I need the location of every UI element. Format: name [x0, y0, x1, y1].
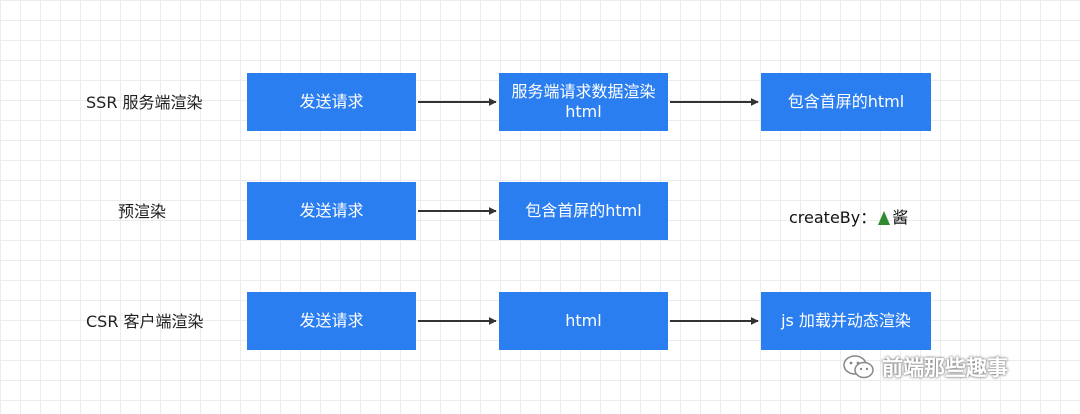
prerender-step-send-request: 发送请求: [247, 182, 416, 240]
csr-step-html: html: [499, 292, 668, 350]
csr-step-send-request: 发送请求: [247, 292, 416, 350]
wechat-icon: [843, 355, 874, 379]
ssr-step-server-render: 服务端请求数据渲染 html: [499, 73, 668, 131]
row-label-prerender: 预渲染: [118, 202, 167, 221]
prerender-step-first-screen-html: 包含首屏的html: [499, 182, 668, 240]
row-label-ssr: SSR 服务端渲染: [86, 93, 203, 112]
box-text: html: [565, 102, 602, 121]
box-text: html: [565, 311, 602, 330]
ssr-step-send-request: 发送请求: [247, 73, 416, 131]
watermark: 前端那些趣事: [842, 352, 1008, 382]
box-text: 包含首屏的html: [525, 201, 642, 220]
ssr-step-first-screen-html: 包含首屏的html: [761, 73, 931, 131]
watermark-text: 前端那些趣事: [882, 356, 1008, 380]
box-text: 服务端请求数据渲染: [511, 82, 656, 101]
credit-prefix: createBy：: [789, 208, 877, 227]
box-text: 包含首屏的html: [787, 92, 905, 111]
row-label-csr: CSR 客户端渲染: [86, 312, 204, 331]
credit-note: createBy： 酱: [789, 208, 908, 228]
tree-icon: [878, 211, 891, 225]
box-text: js 加载并动态渲染: [781, 311, 911, 330]
credit-suffix: 酱: [892, 208, 909, 227]
csr-step-js-render: js 加载并动态渲染: [761, 292, 931, 350]
box-text: 发送请求: [299, 311, 364, 330]
box-text: 发送请求: [299, 92, 364, 111]
box-text: 发送请求: [299, 201, 364, 220]
